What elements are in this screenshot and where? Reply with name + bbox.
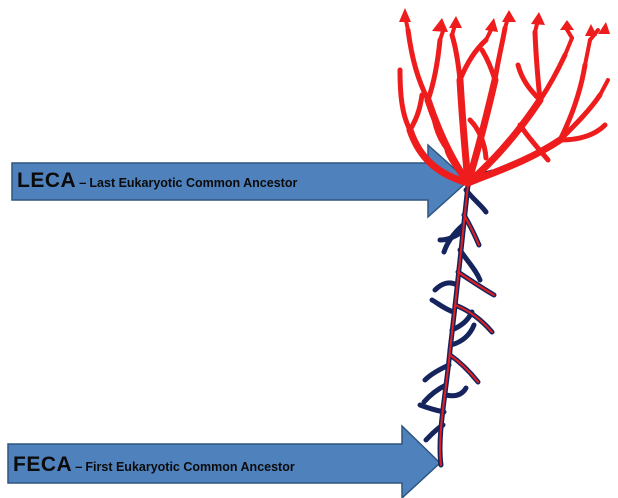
feca-dash: – <box>75 459 82 474</box>
leca-description: Last Eukaryotic Common Ancestor <box>89 176 297 190</box>
leca-label: LECA – Last Eukaryotic Common Ancestor <box>17 169 297 193</box>
leca-dash: – <box>79 175 86 190</box>
feca-description: First Eukaryotic Common Ancestor <box>85 460 294 474</box>
feca-abbreviation: FECA <box>13 453 72 477</box>
stem-lineages <box>420 172 494 465</box>
feca-label: FECA – First Eukaryotic Common Ancestor <box>13 453 295 477</box>
leca-abbreviation: LECA <box>17 169 76 193</box>
